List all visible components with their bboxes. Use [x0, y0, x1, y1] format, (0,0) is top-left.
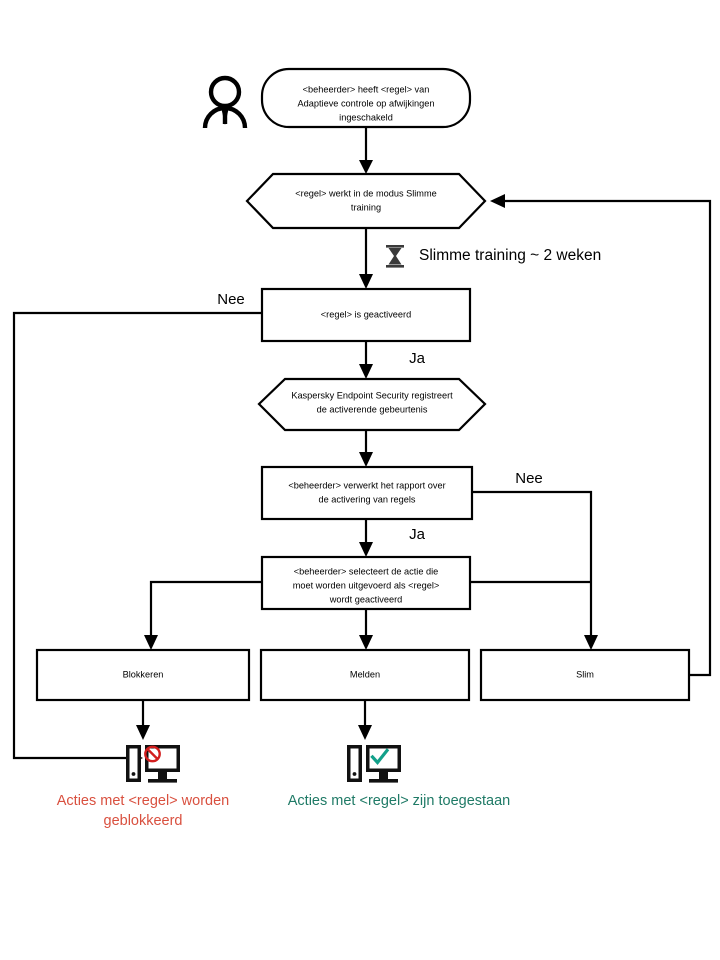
node-smart-training-line-2: training [351, 202, 381, 212]
node-admin-selects-line-2: moet worden uitgevoerd als <regel> [293, 580, 440, 590]
caption-blocked-line-1: Acties met <regel> worden [57, 793, 229, 809]
person-icon [202, 75, 248, 129]
connector-melden-to-allowed-icon [358, 700, 372, 740]
caption-allowed: Acties met <regel> zijn toegestaan [288, 793, 510, 809]
node-smart-training-line-1: <regel> werkt in de modus Slimme [295, 188, 436, 198]
node-kes-registers-line-2: de activerende gebeurtenis [317, 404, 428, 414]
connector-smart-training-to-rule-activated [359, 228, 373, 289]
node-action-blokkeren: Blokkeren [35, 648, 251, 702]
hourglass-icon [386, 245, 404, 268]
connector-select-to-melden [359, 609, 373, 650]
node-admin-selects-action: <beheerder> selecteert de actie die moet… [260, 555, 472, 611]
connector-slim-loopback [490, 194, 712, 677]
connector-start-to-smart-training [359, 127, 373, 174]
node-rule-activated: <regel> is geactiveerd [260, 287, 472, 343]
note-training-duration: Slimme training ~ 2 weken [419, 247, 601, 264]
edge-label-rule-activated-no: Nee [217, 291, 245, 308]
caption-allowed-line-1: Acties met <regel> zijn toegestaan [288, 793, 510, 809]
computer-allowed-icon [347, 745, 401, 783]
node-kes-registers-line-1: Kaspersky Endpoint Security registreert [291, 390, 453, 400]
node-admin-report-line-2: de activering van regels [318, 494, 415, 504]
node-start-line-1: <beheerder> heeft <regel> van [303, 84, 430, 94]
computer-blocked-icon [126, 745, 180, 783]
node-admin-report-line-1: <beheerder> verwerkt het rapport over [288, 480, 445, 490]
caption-blocked-line-2: geblokkeerd [104, 813, 183, 829]
node-kes-registers: Kaspersky Endpoint Security registreert … [257, 377, 487, 432]
edge-label-admin-report-yes: Ja [409, 526, 426, 543]
node-start: <beheerder> heeft <regel> van Adaptieve … [260, 67, 472, 129]
connector-admin-report-no [472, 490, 598, 650]
node-action-melden-label: Melden [350, 669, 380, 679]
node-admin-selects-line-3: wordt geactiveerd [329, 594, 403, 604]
node-admin-report: <beheerder> verwerkt het rapport over de… [260, 465, 474, 521]
connector-blokkeren-to-blocked-icon [136, 700, 150, 740]
connector-select-to-blokkeren [144, 580, 262, 650]
node-action-blokkeren-label: Blokkeren [123, 669, 164, 679]
node-smart-training: <regel> werkt in de modus Slimme trainin… [245, 172, 487, 230]
node-action-slim: Slim [479, 648, 691, 702]
node-start-line-3: ingeschakeld [339, 112, 393, 122]
connector-admin-report-yes [359, 519, 373, 557]
caption-blocked: Acties met <regel> worden geblokkeerd [57, 793, 229, 829]
connector-kes-to-admin-report [359, 430, 373, 467]
node-rule-activated-label: <regel> is geactiveerd [321, 309, 411, 319]
node-admin-selects-line-1: <beheerder> selecteert de actie die [294, 566, 439, 576]
node-start-line-2: Adaptieve controle op afwijkingen [298, 98, 435, 108]
edge-label-admin-report-no: Nee [515, 470, 543, 487]
edge-label-rule-activated-yes: Ja [409, 350, 426, 367]
connector-rule-activated-yes [359, 341, 373, 379]
node-action-slim-label: Slim [576, 669, 594, 679]
node-action-melden: Melden [259, 648, 471, 702]
